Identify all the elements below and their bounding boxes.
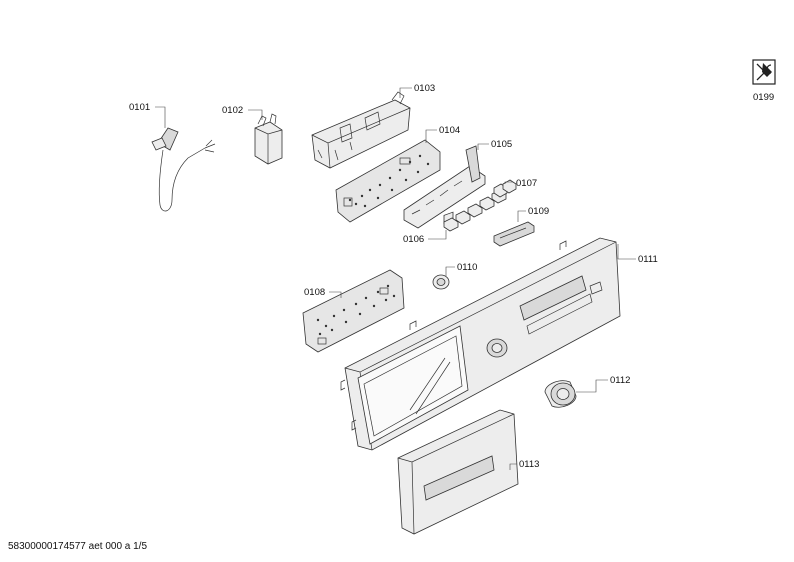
part-drawer-handle — [397, 409, 519, 535]
part-button-holder — [403, 145, 486, 229]
leader-0107 — [504, 181, 513, 184]
part-power-module — [335, 139, 441, 223]
part-power-cable — [151, 127, 216, 212]
label-0101: 0101 — [129, 102, 150, 113]
part-module-holder — [311, 91, 411, 169]
label-0199: 0199 — [753, 92, 774, 103]
label-0106: 0106 — [403, 234, 424, 245]
leader-0105 — [477, 143, 489, 150]
part-small-buttons — [493, 179, 517, 198]
leader-0103 — [399, 87, 412, 98]
leader-0101 — [155, 106, 166, 128]
leader-0111 — [617, 244, 636, 260]
part-control-module — [302, 269, 405, 353]
document-footer: 58300000174577 aet 000 a 1/5 — [8, 541, 148, 552]
label-0105: 0105 — [491, 139, 512, 150]
label-0113: 0113 — [519, 459, 539, 470]
part-interference-suppressor — [254, 113, 283, 165]
part-display-window — [493, 221, 535, 247]
leader-0113 — [509, 463, 517, 470]
label-0107: 0107 — [516, 178, 537, 189]
label-0112: 0112 — [610, 375, 630, 386]
leader-0106 — [428, 230, 447, 240]
label-0104: 0104 — [439, 125, 460, 136]
label-0103: 0103 — [414, 83, 435, 94]
leader-0109 — [517, 210, 526, 222]
leader-0102 — [248, 109, 263, 120]
label-0111: 0111 — [638, 254, 658, 265]
label-0109: 0109 — [528, 206, 549, 217]
leader-0112 — [576, 379, 608, 393]
label-0110: 0110 — [457, 262, 477, 273]
leader-0110 — [445, 266, 455, 276]
leader-0108 — [329, 291, 342, 298]
part-programme-knob — [544, 380, 577, 408]
service-tool-icon — [752, 59, 776, 85]
part-control-panel-fascia — [340, 237, 621, 451]
leader-0104 — [425, 129, 437, 143]
part-push-buttons — [443, 189, 507, 232]
label-0108: 0108 — [304, 287, 325, 298]
part-small-knob — [432, 274, 450, 290]
label-0102: 0102 — [222, 105, 243, 116]
